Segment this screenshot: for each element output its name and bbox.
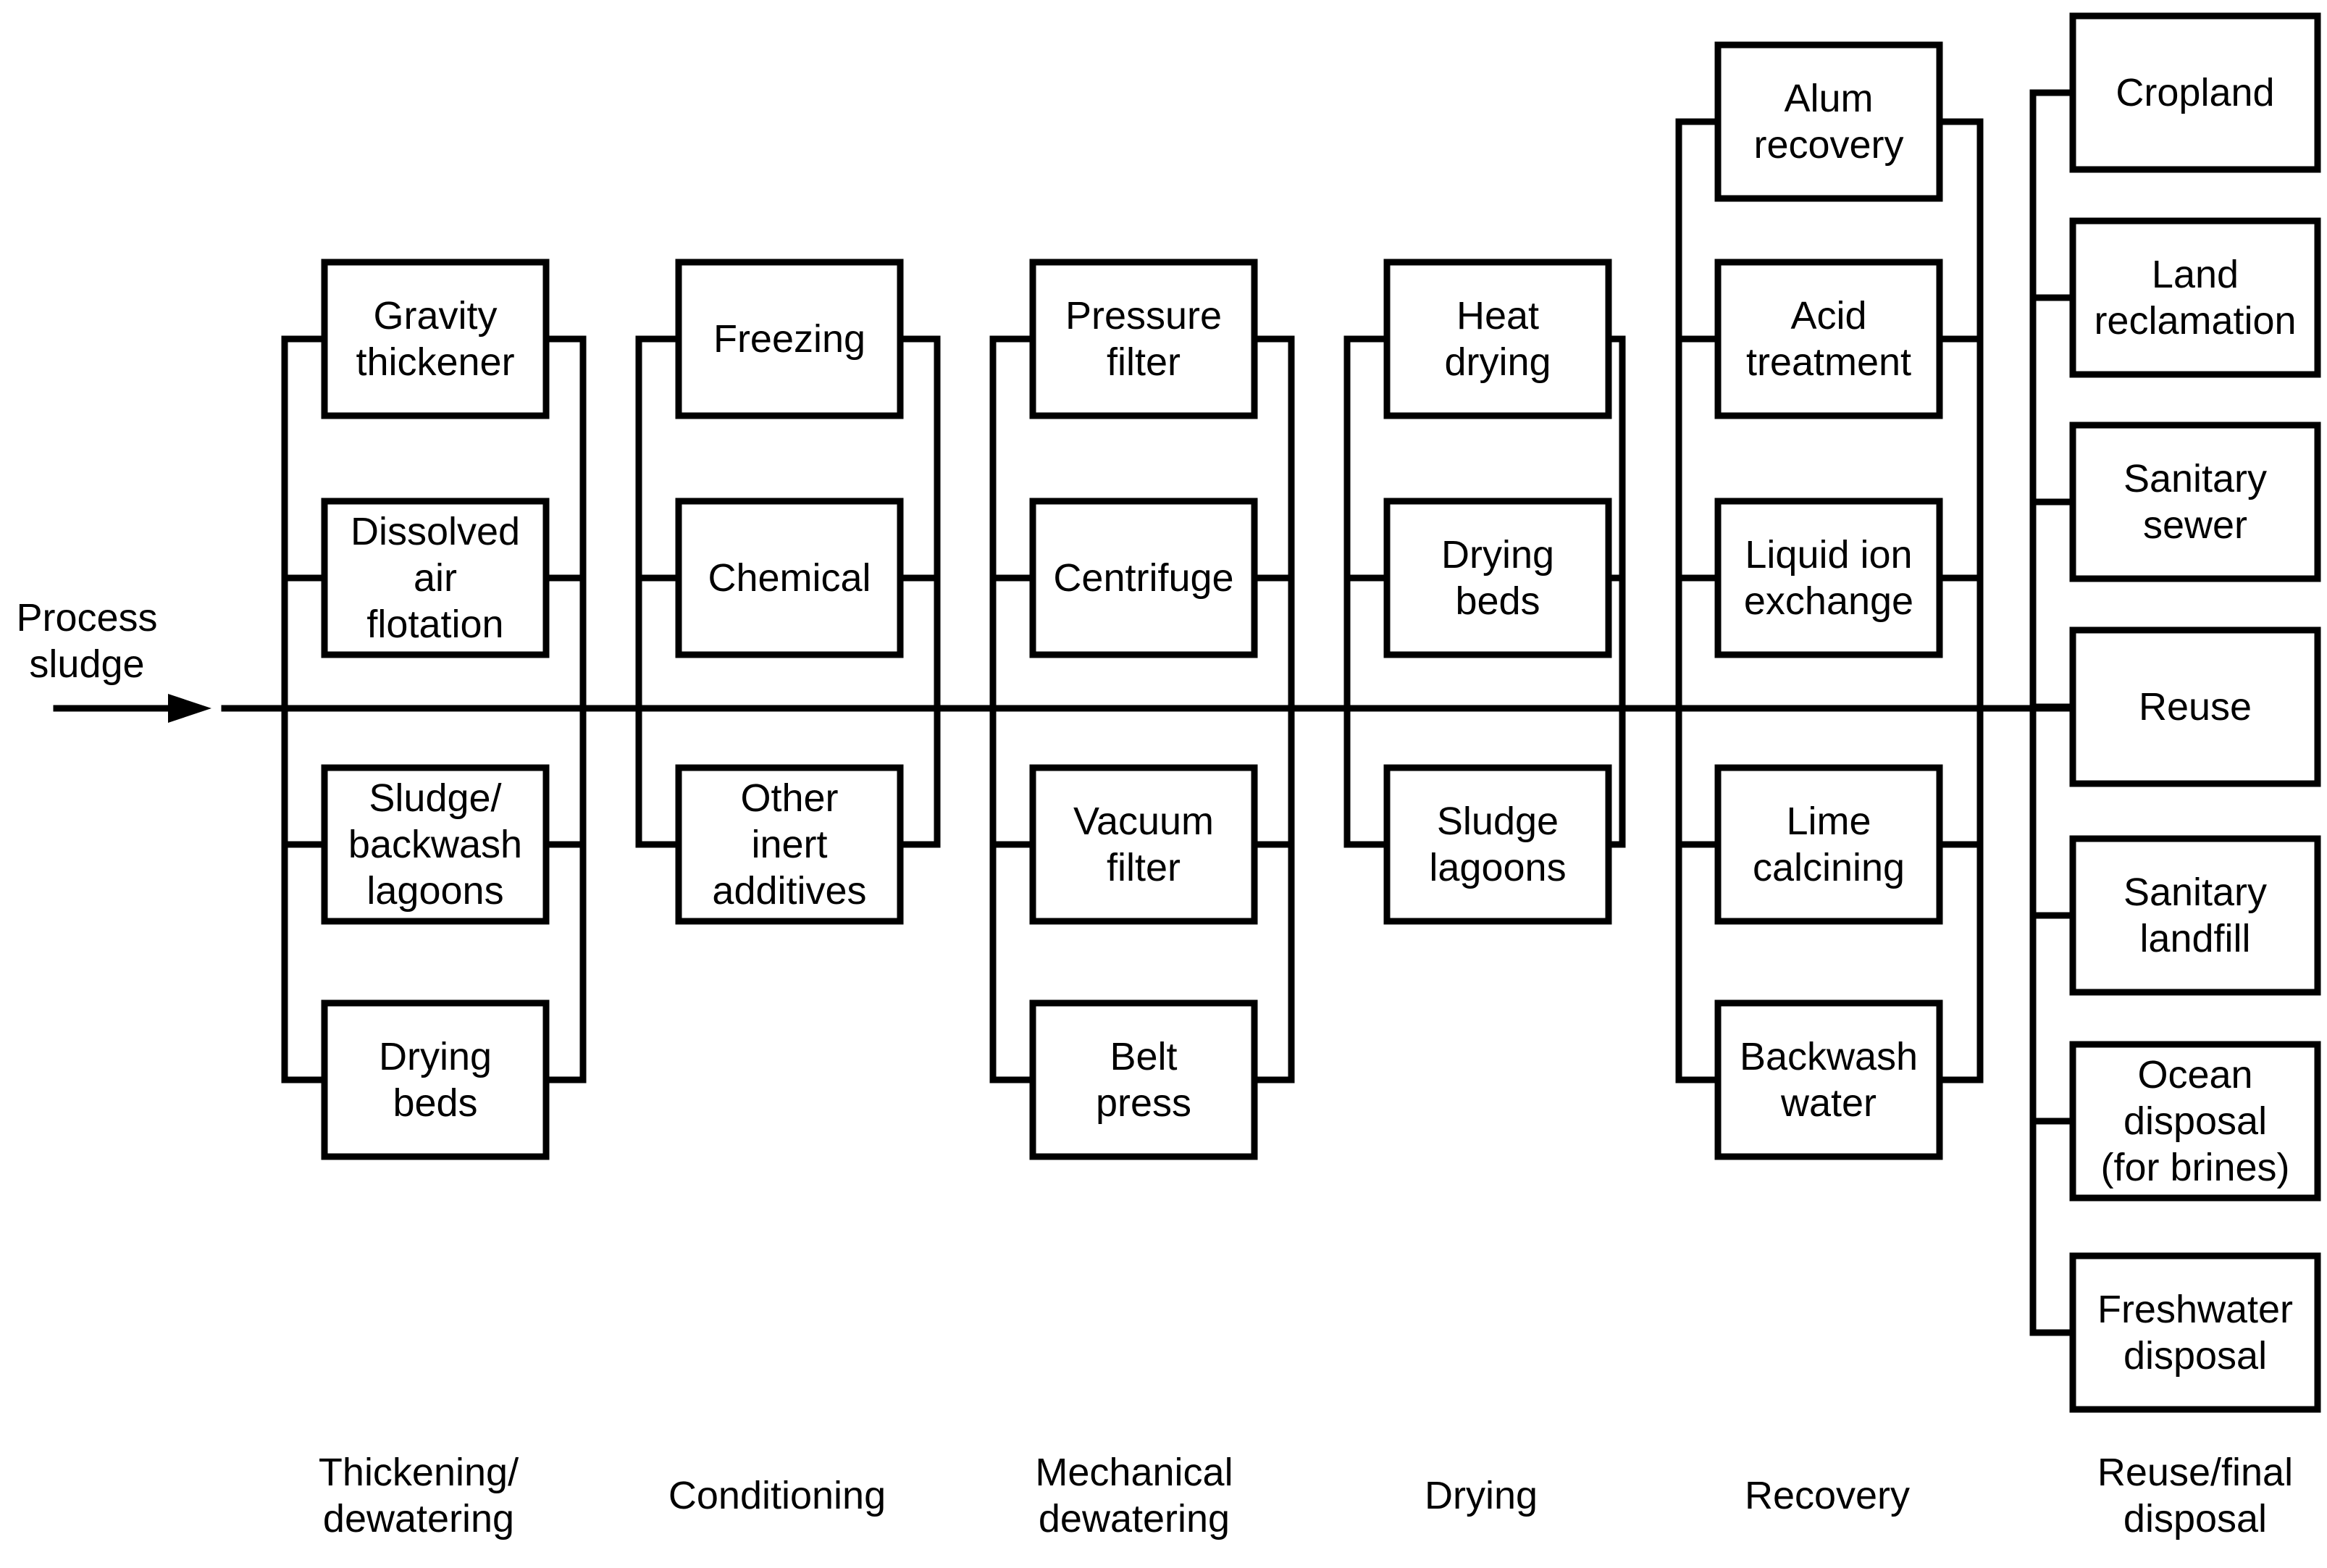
process-box-label: Vacuum filter bbox=[1073, 800, 1215, 889]
process-box-label: Land reclamation bbox=[2094, 253, 2297, 343]
process-box bbox=[2069, 422, 2321, 582]
process-box bbox=[321, 764, 550, 925]
process-box bbox=[675, 764, 904, 925]
process-box bbox=[2069, 1252, 2321, 1413]
process-box-label: Acid treatment bbox=[1745, 294, 1912, 384]
process-box-label: Lime calcining bbox=[1752, 800, 1905, 889]
process-box bbox=[1714, 41, 1943, 202]
process-box-label: Cropland bbox=[2116, 71, 2275, 114]
process-box-label: Liquid ion exchange bbox=[1743, 533, 1914, 623]
process-box bbox=[321, 999, 550, 1160]
process-box bbox=[2069, 1041, 2321, 1202]
process-box bbox=[1714, 999, 1943, 1160]
process-box bbox=[675, 259, 904, 419]
process-box bbox=[1714, 764, 1943, 925]
process-box bbox=[1383, 259, 1612, 419]
process-box-label: Freezing bbox=[713, 317, 866, 361]
stage-label-4: Drying bbox=[1424, 1474, 1538, 1517]
input-arrowhead-icon bbox=[168, 694, 211, 723]
process-box-label: Sludge lagoons bbox=[1429, 800, 1567, 889]
process-box bbox=[1383, 498, 1612, 658]
process-box bbox=[2069, 626, 2321, 787]
process-box bbox=[321, 259, 550, 419]
process-box-label: Heat drying bbox=[1444, 294, 1551, 384]
stage-label-1: Thickening/ dewatering bbox=[318, 1451, 519, 1540]
process-box-label: Sanitary sewer bbox=[2123, 457, 2268, 547]
process-box-label: Backwash water bbox=[1739, 1035, 1919, 1125]
process-box-label: Centrifuge bbox=[1053, 556, 1234, 600]
process-box bbox=[1029, 764, 1258, 925]
process-box-label: Belt press bbox=[1095, 1035, 1192, 1125]
process-box bbox=[2069, 835, 2321, 996]
process-box bbox=[1029, 999, 1258, 1160]
process-box bbox=[1714, 259, 1943, 419]
process-box-label: Drying beds bbox=[378, 1035, 492, 1125]
process-box-label: Alum recovery bbox=[1753, 77, 1904, 167]
process-box-label: Pressure filter bbox=[1065, 294, 1223, 384]
process-box bbox=[675, 498, 904, 658]
process-box-label: Freshwater disposal bbox=[2097, 1288, 2294, 1378]
process-box bbox=[321, 498, 550, 658]
process-box bbox=[1383, 764, 1612, 925]
stage-label-5: Recovery bbox=[1744, 1474, 1911, 1517]
process-sludge-label: Process sludge bbox=[16, 596, 158, 686]
stage-label-3: Mechanical dewatering bbox=[1035, 1451, 1233, 1540]
process-box-label: Other inert additives bbox=[712, 776, 867, 913]
process-box bbox=[2069, 217, 2321, 378]
stage-label-6: Reuse/final disposal bbox=[2097, 1451, 2294, 1540]
process-box-label: Chemical bbox=[708, 556, 871, 600]
process-box bbox=[2069, 12, 2321, 173]
process-box-label: Ocean disposal (for brines) bbox=[2100, 1053, 2290, 1189]
process-box-label: Sanitary landfill bbox=[2123, 871, 2268, 960]
process-box bbox=[1029, 259, 1258, 419]
process-box bbox=[1714, 498, 1943, 658]
process-box-label: Sludge/ backwash lagoons bbox=[348, 776, 523, 913]
process-box-label: Dissolved air flotation bbox=[350, 510, 521, 646]
process-box-label: Drying beds bbox=[1441, 533, 1555, 623]
process-box bbox=[1029, 498, 1258, 658]
stage-label-2: Conditioning bbox=[668, 1474, 886, 1517]
process-box-label: Gravity thickener bbox=[356, 294, 515, 384]
process-box-label: Reuse bbox=[2138, 685, 2252, 729]
